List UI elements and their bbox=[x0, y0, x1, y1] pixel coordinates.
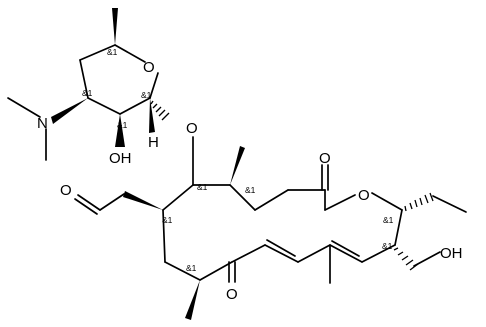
stereo-marker: &1 bbox=[162, 215, 173, 225]
atom-O-glycosidic: O bbox=[186, 120, 198, 137]
dimethylamino-group bbox=[7, 97, 88, 161]
sugar-ring bbox=[79, 44, 159, 115]
ketone-carbonyl bbox=[228, 261, 236, 283]
atom-H: H bbox=[148, 134, 159, 151]
atom-O-ring: O bbox=[143, 59, 155, 76]
atom-OH-sugar: OH bbox=[109, 150, 132, 167]
atom-O-aldehyde: O bbox=[60, 182, 72, 199]
wedge-bond bbox=[149, 98, 155, 133]
stereo-markers: &1 &1 &1 &1 &1 &1 &1 &1 &1 &1 bbox=[82, 47, 394, 273]
stereo-marker: &1 bbox=[186, 263, 197, 273]
stereo-marker: &1 bbox=[197, 182, 208, 192]
ethyl-group bbox=[404, 192, 467, 213]
stereo-marker: &1 bbox=[382, 241, 393, 251]
stereo-marker: &1 bbox=[245, 185, 256, 195]
atom-OH-hydroxymethyl: OH bbox=[440, 245, 463, 262]
wedge-bond bbox=[115, 114, 125, 147]
ester-carbonyl bbox=[321, 164, 329, 191]
hashed-bond bbox=[150, 100, 170, 121]
macrolide-ring bbox=[162, 184, 403, 281]
stereo-marker: &1 bbox=[383, 215, 394, 225]
atom-N: N bbox=[37, 115, 48, 132]
stereo-marker: &1 bbox=[107, 47, 118, 57]
atom-O-carbonyl: O bbox=[319, 150, 331, 167]
wedge-bond bbox=[230, 146, 245, 185]
wedge-bond bbox=[185, 280, 200, 320]
atom-O-ester: O bbox=[358, 187, 370, 204]
aldehyde-chain bbox=[74, 191, 163, 215]
stereo-marker: &1 bbox=[82, 88, 93, 98]
wedge-bond bbox=[112, 8, 118, 45]
atom-O-ketone: O bbox=[226, 286, 238, 303]
stereo-marker: &1 bbox=[117, 120, 128, 130]
stereo-marker: &1 bbox=[141, 90, 152, 100]
hydroxymethyl-group bbox=[393, 247, 441, 271]
